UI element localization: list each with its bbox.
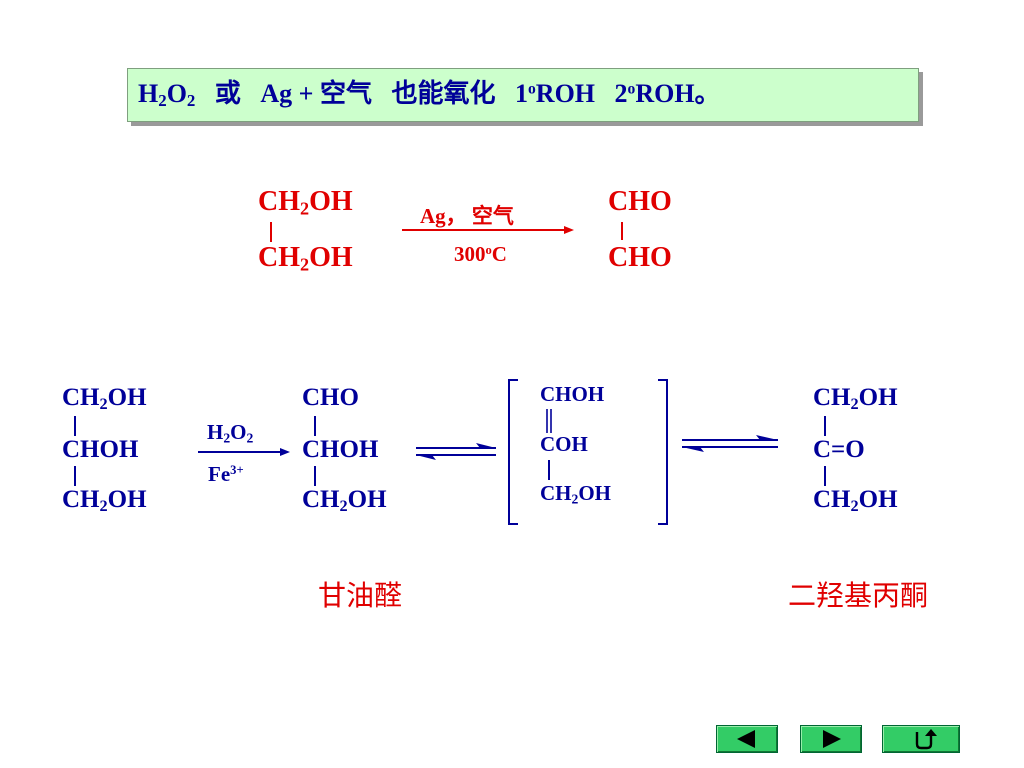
or-text: 或: [214, 79, 241, 108]
next-slide-button[interactable]: [800, 725, 862, 753]
glycerol-bond2: [74, 466, 76, 486]
glyceraldehyde-line2: CHOH: [302, 436, 379, 463]
reaction1-reactant-top: CH2OH: [258, 186, 353, 219]
glyceraldehyde-line3: CH2OH: [302, 486, 387, 516]
primary-alcohol: 1oROH: [515, 79, 596, 108]
right-bracket: [658, 379, 668, 525]
prev-slide-button[interactable]: [716, 725, 778, 753]
triangle-left-icon: [737, 730, 755, 748]
glyceraldehyde-line1: CHO: [302, 384, 359, 411]
reaction1-product-top: CHO: [608, 186, 672, 217]
header-text: H2O2 或 Ag + 空气 也能氧化 1oROH 2oROH。: [138, 79, 721, 109]
glyceraldehyde-bond2: [314, 466, 316, 486]
enediol-double-bond: [546, 409, 552, 433]
enediol-bond2: [548, 460, 550, 480]
enediol-line3: CH2OH: [540, 481, 611, 507]
reaction1-reagent-top: Ag， 空气: [420, 204, 514, 228]
reaction1-reagent-bottom: 300oC: [454, 242, 507, 266]
enediol-line2: COH: [540, 432, 588, 456]
dihydroxyacetone-bond1: [824, 416, 826, 436]
label-glyceraldehyde: 甘油醛: [318, 581, 403, 612]
dihydroxyacetone-bond2: [824, 466, 826, 486]
return-arrow-icon: [915, 729, 937, 750]
ag-air-text: Ag + 空气: [260, 79, 372, 108]
label-dihydroxyacetone: 二羟基丙酮: [788, 581, 929, 612]
equilibrium-arrow-1: [416, 443, 496, 460]
glycerol-line1: CH2OH: [62, 384, 147, 414]
reaction1-product-bottom: CHO: [608, 242, 672, 273]
reaction1-bond-right: [621, 222, 623, 240]
reaction1-bond-left: [270, 222, 272, 242]
left-bracket: [508, 379, 518, 525]
also-oxidize-text: 也能氧化: [391, 79, 496, 108]
h2o2-formula: H2O2: [138, 79, 196, 111]
dihydroxyacetone-line1: CH2OH: [813, 384, 898, 414]
reaction1-arrow: [402, 226, 574, 234]
reaction2-arrow: [198, 448, 290, 456]
header-box: H2O2 或 Ag + 空气 也能氧化 1oROH 2oROH。: [127, 68, 919, 122]
equilibrium-arrow-2: [682, 435, 778, 452]
dihydroxyacetone-line2: C=O: [813, 436, 865, 463]
glycerol-line3: CH2OH: [62, 486, 147, 516]
enediol-line1: CHOH: [540, 382, 605, 406]
reaction1-reactant-bottom: CH2OH: [258, 242, 353, 275]
glyceraldehyde-bond1: [314, 416, 316, 436]
reaction2-reagent-top: H2O2: [207, 420, 254, 446]
reaction2-reagent-bottom: Fe3+: [208, 462, 244, 486]
triangle-right-icon: [823, 730, 841, 748]
glycerol-bond1: [74, 416, 76, 436]
glycerol-line2: CHOH: [62, 436, 139, 463]
secondary-alcohol: 2oROH。: [614, 79, 721, 108]
return-button[interactable]: [882, 725, 960, 753]
dihydroxyacetone-line3: CH2OH: [813, 486, 898, 516]
